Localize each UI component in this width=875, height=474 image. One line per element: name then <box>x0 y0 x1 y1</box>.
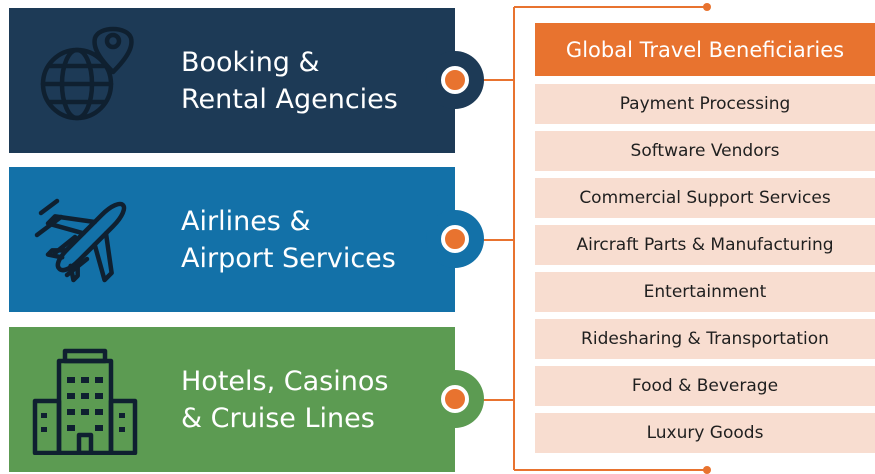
beneficiaries-title: Global Travel Beneficiaries <box>535 23 875 76</box>
hotel-building-icon <box>27 343 143 456</box>
list-item: Payment Processing <box>535 84 875 124</box>
list-item: Commercial Support Services <box>535 178 875 218</box>
node-dot <box>441 385 469 413</box>
airplane-icon <box>27 183 143 295</box>
list-item: Entertainment <box>535 272 875 312</box>
node-dot <box>441 225 469 253</box>
list-item: Aircraft Parts & Manufacturing <box>535 225 875 265</box>
list-item: Ridesharing & Transportation <box>535 319 875 359</box>
node-dot <box>441 66 469 94</box>
connector-bottom-dot <box>703 466 711 474</box>
beneficiaries-list: Payment Processing Software Vendors Comm… <box>535 84 875 460</box>
category-booking-rental: Booking & Rental Agencies <box>9 8 484 153</box>
category-label: Airlines & Airport Services <box>181 206 396 274</box>
list-item: Software Vendors <box>535 131 875 171</box>
globe-location-pin-icon <box>27 24 143 136</box>
connector-top-dot <box>703 3 711 11</box>
connector-node-hotels <box>426 370 484 428</box>
connector-node-airlines <box>426 210 484 268</box>
connector-node-booking <box>426 51 484 109</box>
list-item: Food & Beverage <box>535 366 875 406</box>
list-item: Luxury Goods <box>535 413 875 453</box>
category-label: Hotels, Casinos & Cruise Lines <box>181 366 389 434</box>
category-airlines-airport: Airlines & Airport Services <box>9 167 484 312</box>
category-hotels-casinos-cruise: Hotels, Casinos & Cruise Lines <box>9 327 484 472</box>
category-label: Booking & Rental Agencies <box>181 47 398 115</box>
